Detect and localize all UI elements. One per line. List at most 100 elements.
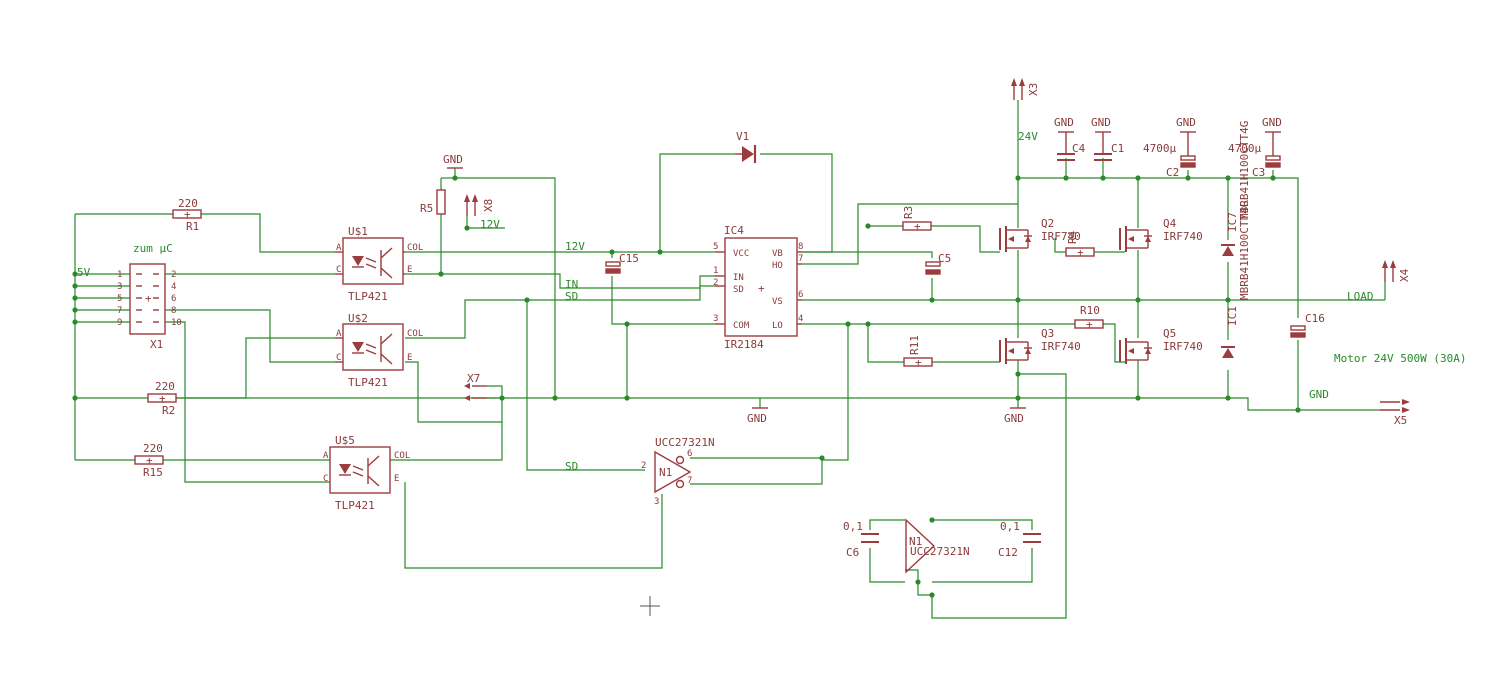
- x4-name: X4: [1398, 268, 1411, 282]
- c12-name: C12: [998, 546, 1018, 559]
- c6-name: C6: [846, 546, 859, 559]
- cursor-crosshair-icon: [640, 596, 660, 616]
- connector-x3[interactable]: X3: [1011, 78, 1040, 100]
- u1-pin-c: C: [336, 265, 341, 275]
- net-24v: 24V: [1018, 130, 1038, 143]
- cap-c6[interactable]: 0,1 C6: [843, 520, 879, 559]
- ic4-pin-com: COM: [733, 321, 750, 331]
- ic4-num-in: 1: [713, 266, 718, 276]
- connector-x4[interactable]: X4: [1382, 260, 1411, 282]
- connector-x8[interactable]: X8: [464, 194, 495, 216]
- cap-c2[interactable]: 4700µ C2: [1143, 132, 1196, 179]
- resistor-r4[interactable]: + R4: [1065, 230, 1095, 259]
- x1-pin-7: 7: [117, 306, 122, 316]
- n1-value: UCC27321N: [655, 436, 715, 449]
- driver-n1[interactable]: N1 UCC27321N 26 73: [641, 436, 715, 507]
- r5-name: R5: [420, 202, 433, 215]
- mosfet-q3[interactable]: Q3 IRF740: [999, 327, 1081, 364]
- x1-pin-6: 6: [171, 294, 176, 304]
- cap-c3[interactable]: 4700µ C3: [1228, 132, 1281, 179]
- ic4-num-ho: 7: [798, 254, 803, 264]
- resistor-r3[interactable]: + R3: [902, 206, 932, 233]
- cap-c12[interactable]: 0,1 C12: [998, 520, 1041, 559]
- u5-value: TLP421: [335, 499, 375, 512]
- connector-x5[interactable]: X5: [1380, 399, 1410, 427]
- ic4-pin-in: IN: [733, 273, 744, 283]
- connector-x7[interactable]: X7: [464, 372, 487, 401]
- net-in: IN: [565, 278, 578, 291]
- c16-name: C16: [1305, 312, 1325, 325]
- r2-value: 220: [155, 380, 175, 393]
- ic4-pin-lo: LO: [772, 321, 783, 331]
- u2-pin-a: A: [336, 329, 342, 339]
- x1-name: X1: [150, 338, 163, 351]
- svg-text:2: 2: [641, 461, 646, 471]
- net-sd: SD: [565, 290, 578, 303]
- u2-name: U$2: [348, 312, 368, 325]
- x1-pin-4: 4: [171, 282, 176, 292]
- cap-c4[interactable]: C4: [1057, 132, 1086, 161]
- resistor-r15[interactable]: + 220 R15: [134, 442, 164, 479]
- gnd-label-7: GND: [1262, 116, 1282, 129]
- junctions: [72, 175, 1301, 598]
- r15-name: R15: [143, 466, 163, 479]
- net-gnd-x5: GND: [1309, 388, 1329, 401]
- svg-text:+: +: [145, 292, 152, 305]
- x1-title: zum µC: [133, 242, 173, 255]
- n2-value: UCC27321N: [910, 545, 970, 558]
- opto-u1[interactable]: U$1 TLP421 A C COL E: [335, 225, 423, 303]
- resistor-r5[interactable]: R5: [420, 189, 446, 215]
- svg-text:+: +: [1077, 246, 1084, 259]
- x3-name: X3: [1027, 83, 1040, 96]
- schottky-ic7[interactable]: IC7 MBRB41H100CTT4G: [1221, 201, 1251, 300]
- u5-pin-col: COL: [394, 451, 410, 461]
- ic4-pin-vcc: VCC: [733, 249, 749, 259]
- driver-n2[interactable]: N1 UCC27321N: [905, 518, 970, 574]
- q2-value: IRF740: [1041, 230, 1081, 243]
- ic4-pin-vb: VB: [772, 249, 783, 259]
- u2-pin-e: E: [407, 353, 412, 363]
- cap-c1[interactable]: C1: [1094, 132, 1124, 161]
- svg-text:6: 6: [687, 449, 692, 459]
- x1-pin-1: 1: [117, 270, 122, 280]
- resistor-r10[interactable]: + R10: [1074, 304, 1104, 331]
- q4-value: IRF740: [1163, 230, 1203, 243]
- u1-pin-e: E: [407, 265, 412, 275]
- q5-name: Q5: [1163, 327, 1176, 340]
- resistor-r11[interactable]: + R11: [903, 335, 933, 369]
- connector-x1[interactable]: + zum µC X1 1 2 3 4 5 6 7 8 9 10: [117, 242, 182, 351]
- mosfet-q2[interactable]: Q2 IRF740: [999, 217, 1081, 252]
- resistor-r2[interactable]: + 220 R2: [147, 380, 177, 417]
- cap-c5[interactable]: C5: [925, 252, 951, 275]
- ic4-name: IC4: [724, 224, 744, 237]
- ic1-name: IC1: [1226, 306, 1239, 326]
- gnd-label-1: GND: [443, 153, 463, 166]
- c3-name: C3: [1252, 166, 1265, 179]
- resistor-r1[interactable]: + 220 R1: [172, 197, 202, 233]
- x1-pin-8: 8: [171, 306, 176, 316]
- ic1-value: MBRB41H100CTT4G: [1238, 121, 1251, 220]
- cap-c15[interactable]: C15: [605, 252, 639, 274]
- gnd-label-6: GND: [1176, 116, 1196, 129]
- c2-name: C2: [1166, 166, 1179, 179]
- c1-name: C1: [1111, 142, 1124, 155]
- ic4-num-sd: 2: [713, 278, 718, 288]
- cap-c16[interactable]: C16: [1290, 312, 1325, 338]
- schottky-ic1[interactable]: IC1 MBRB41H100CTT4G: [1221, 121, 1251, 358]
- r1-value: 220: [178, 197, 198, 210]
- ic4-num-lo: 4: [798, 314, 803, 324]
- mosfet-q4[interactable]: Q4 IRF740: [1119, 217, 1203, 252]
- opto-u2[interactable]: U$2 TLP421 A C COL E: [335, 312, 423, 389]
- net-5v: 5V: [77, 266, 91, 279]
- ic4-pin-vs: VS: [772, 297, 783, 307]
- ic7-value: MBRB41H100CTT4G: [1238, 201, 1251, 300]
- u5-pin-a: A: [323, 451, 329, 461]
- mosfet-q5[interactable]: Q5 IRF740: [1119, 327, 1203, 364]
- u1-name: U$1: [348, 225, 368, 238]
- x1-pin-markers: +: [136, 273, 159, 323]
- ic4-ir2184[interactable]: + IC4 IR2184 VCC IN SD COM VB HO VS LO 5…: [713, 224, 803, 351]
- diode-v1[interactable]: V1: [735, 130, 757, 163]
- opto-u5[interactable]: U$5 TLP421 A C COL E: [323, 434, 410, 512]
- ic4-num-vb: 8: [798, 242, 803, 252]
